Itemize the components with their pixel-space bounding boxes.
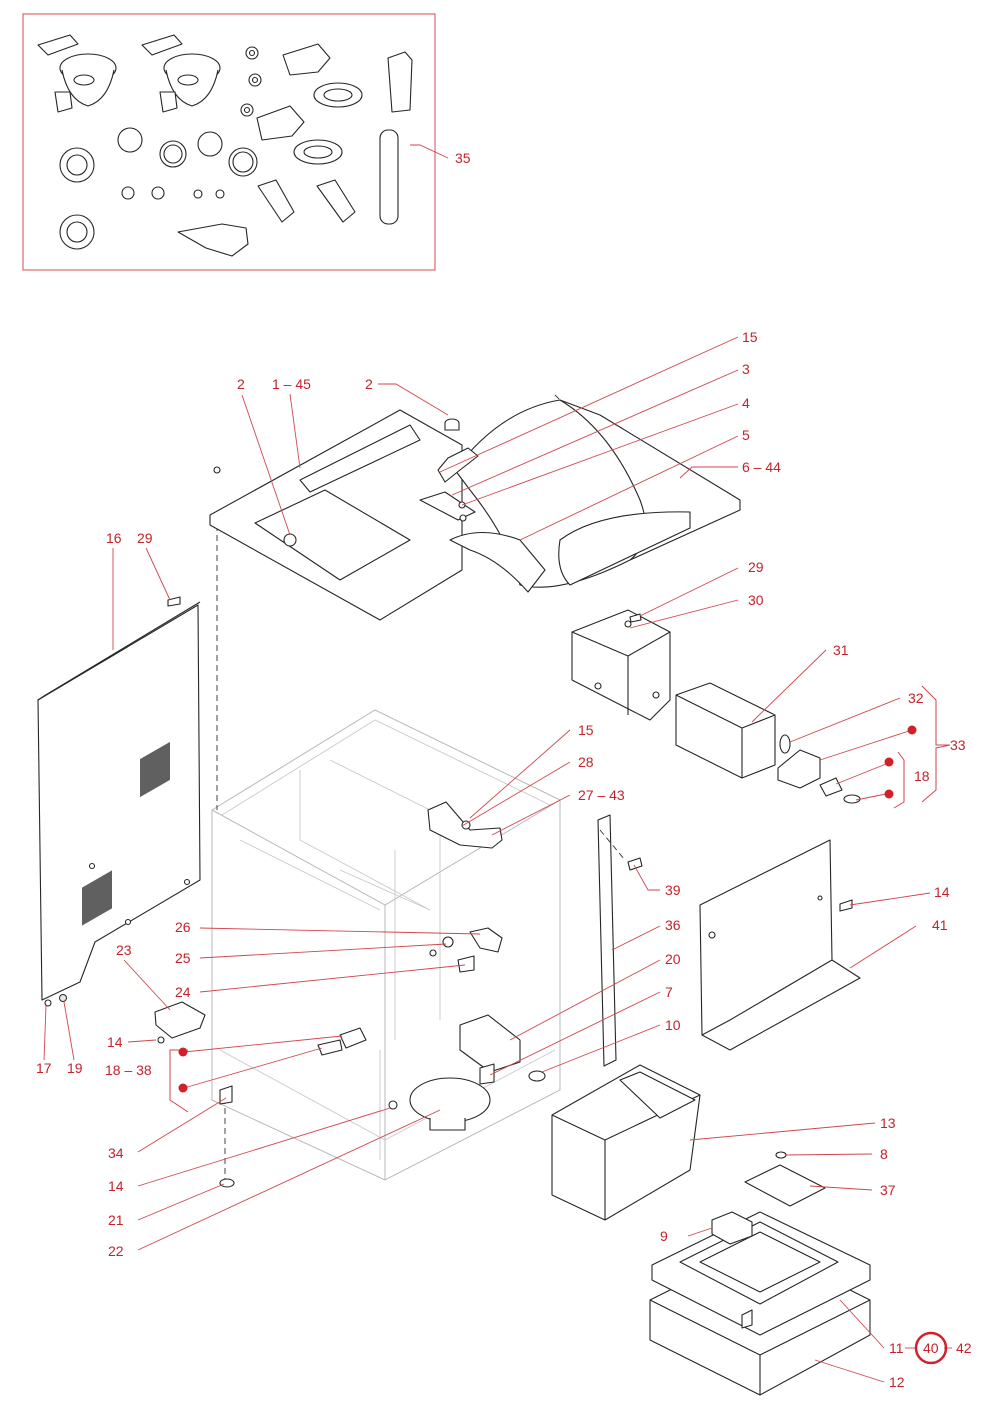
highlight-circle [914,1331,948,1365]
funnel-2 [256,105,343,165]
callout-29-right: 29 [748,559,764,575]
callout-1-45: 1 – 45 [272,376,311,392]
callout-14-right: 14 [934,884,950,900]
callout-19: 19 [67,1060,83,1076]
callout-26: 26 [175,919,191,935]
callout-3: 3 [742,361,750,377]
side-panel [37,601,201,1001]
callout-6-44: 6 – 44 [742,459,781,475]
screw-2 [444,418,460,431]
callout-2-right: 2 [365,376,373,392]
dispenser-unit-1 [37,34,117,113]
callout-23: 23 [116,942,132,958]
callout-35: 35 [455,150,471,166]
callout-12: 12 [889,1374,905,1390]
hinge-strip [597,814,626,1067]
callout-39: 39 [665,882,681,898]
callout-5: 5 [742,427,750,443]
kit-inset-box: 35 [22,13,471,271]
dispenser-unit-2 [141,34,221,113]
callout-27-43: 27 – 43 [578,787,625,803]
top-cover [454,394,741,588]
callout-10: 10 [665,1017,681,1033]
callout-9: 9 [660,1228,668,1244]
callout-33: 33 [950,737,966,753]
callout-7: 7 [665,984,673,1000]
callout-8: 8 [880,1146,888,1162]
leader-lines [43,336,951,1383]
drawer-13 [551,1064,701,1221]
callout-25: 25 [175,950,191,966]
callout-30: 30 [748,592,764,608]
drip-tray-assembly [649,1211,871,1396]
callout-11: 11 [889,1340,904,1356]
callout-16: 16 [106,530,122,546]
callout-36: 36 [665,917,681,933]
funnel-1 [282,43,363,108]
top-plate [209,409,463,621]
callout-29-left: 29 [137,530,153,546]
callout-17: 17 [36,1060,52,1076]
cabinet-frame [211,525,561,1181]
box-bracket-30 [571,609,671,721]
callout-22: 22 [108,1243,124,1259]
cover-latch-parts [419,447,546,593]
callout-28: 28 [578,754,594,770]
callout-42: 42 [956,1340,972,1356]
callout-31: 31 [833,642,849,658]
callout-14-bottom: 14 [108,1178,124,1194]
callout-37: 37 [880,1182,896,1198]
door-panel-41 [699,839,861,1051]
tray-31 [675,682,776,779]
callout-4: 4 [742,395,750,411]
callout-40-highlighted: 40 [923,1340,939,1356]
callout-2-left: 2 [237,376,245,392]
callout-32: 32 [908,690,924,706]
callout-15: 15 [742,329,758,345]
callout-18-38: 18 – 38 [105,1062,152,1078]
callout-21: 21 [108,1212,124,1228]
callout-34: 34 [108,1145,124,1161]
callout-24: 24 [175,984,191,1000]
callout-18-right: 18 [914,768,930,784]
callout-14-left: 14 [107,1034,123,1050]
callout-13: 13 [880,1115,896,1131]
callout-20: 20 [665,951,681,967]
callout-41: 41 [932,917,948,933]
callout-15-mid: 15 [578,722,594,738]
